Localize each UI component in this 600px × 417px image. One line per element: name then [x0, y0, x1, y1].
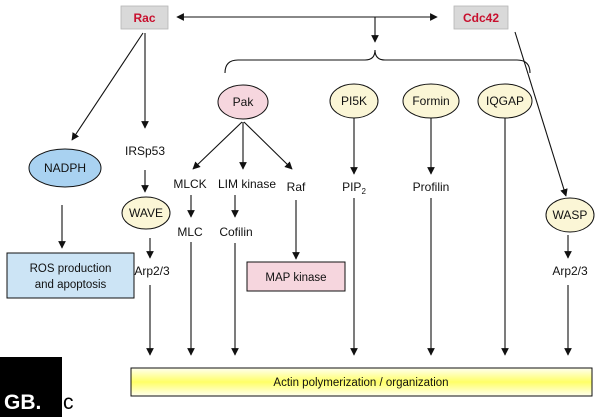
iqgap-node: IQGAP [477, 83, 533, 119]
actin-node: Actin polymerization / organization [130, 367, 593, 397]
map-kinase-node: MAP kinase [246, 261, 346, 292]
pak-to-raf-arrow [243, 121, 293, 170]
pak-label: Pak [233, 95, 255, 109]
rac-label: Rac [133, 11, 155, 25]
cdc42-label: Cdc42 [463, 11, 499, 25]
nadph-label: NADPH [44, 161, 86, 175]
formin-node: Formin [402, 83, 460, 119]
pi5k-node: PI5K [329, 83, 379, 119]
pip2-label: PIP2 [342, 180, 366, 196]
rac-node: Rac [120, 5, 169, 30]
pak-node: Pak [217, 84, 269, 120]
ros-label-line2: and apoptosis [35, 279, 107, 291]
arp23-right-label: Arp2/3 [552, 264, 588, 278]
raf-label: Raf [287, 180, 306, 194]
mlc-label: MLC [177, 225, 203, 239]
ros-label-line1: ROS production [30, 263, 112, 275]
gb-logo: GB. c [0, 357, 74, 417]
map-kinase-label: MAP kinase [265, 272, 326, 284]
iqgap-label: IQGAP [486, 94, 524, 108]
pip2-base: PIP [342, 180, 361, 194]
actin-label: Actin polymerization / organization [273, 377, 448, 389]
pip2-subscript: 2 [361, 187, 366, 196]
wasp-label: WASP [553, 208, 588, 222]
nadph-node: NADPH [28, 148, 102, 188]
arp23-left-label: Arp2/3 [134, 264, 170, 278]
rac-to-nadph-arrow [71, 32, 144, 141]
profilin-label: Profilin [413, 180, 450, 194]
effector-bracket [224, 49, 531, 74]
lim-kinase-label: LIM kinase [218, 177, 276, 191]
connector-lines [58, 13, 572, 356]
cofilin-label: Cofilin [219, 225, 252, 239]
cdc42-to-wasp-arrow [514, 31, 568, 197]
wasp-node: WASP [545, 197, 595, 233]
mlck-label: MLCK [173, 177, 206, 191]
formin-label: Formin [412, 94, 449, 108]
ros-node: ROS production and apoptosis [6, 252, 135, 299]
irsp53-label: IRSp53 [125, 144, 165, 158]
wave-label: WAVE [129, 206, 163, 220]
gb-logo-text: GB. [4, 391, 41, 414]
wave-node: WAVE [121, 196, 171, 230]
pak-to-mlck-arrow [192, 121, 243, 170]
pi5k-label: PI5K [341, 94, 367, 108]
gb-logo-tail: c [63, 391, 74, 414]
cdc42-node: Cdc42 [453, 5, 509, 30]
